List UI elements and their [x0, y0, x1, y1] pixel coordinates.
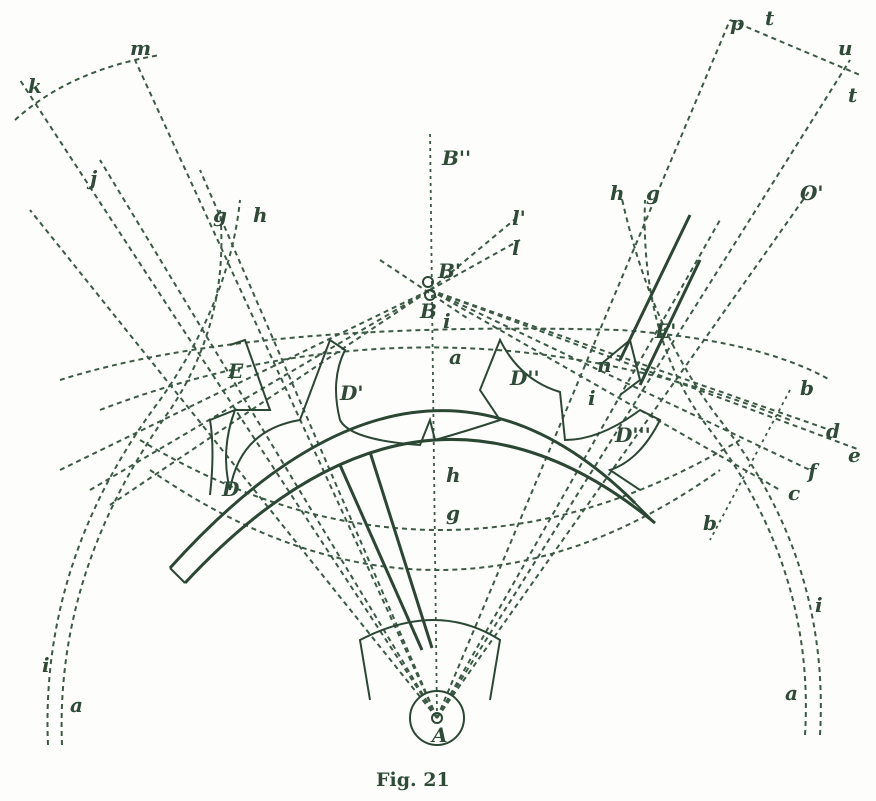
label-n: n — [597, 353, 612, 377]
label-u: u — [838, 36, 853, 60]
label-a-arbor: A — [430, 723, 448, 747]
label-d: D — [221, 477, 240, 501]
label-b: B — [419, 299, 437, 323]
label-t-right: t — [848, 83, 858, 107]
label-d-double-prime: D'' — [509, 366, 540, 390]
label-a-left: a — [70, 693, 83, 717]
label-b-top: b — [800, 376, 814, 400]
label-a-center: a — [449, 345, 462, 369]
label-i-right: i — [588, 386, 596, 410]
escape-wheel — [168, 214, 702, 651]
label-i-far-right: i — [815, 593, 823, 617]
figure-caption: Fig. 21 — [376, 769, 450, 791]
label-h-right: h — [610, 181, 625, 205]
label-a-right: a — [785, 681, 798, 705]
label-m: m — [130, 36, 151, 60]
label-k: k — [28, 74, 42, 98]
label-e-line: e — [848, 443, 861, 467]
label-b-bottom: b — [703, 511, 717, 535]
label-l-prime: l' — [512, 206, 526, 230]
label-d-triple-prime: D''' — [614, 423, 651, 447]
label-b-double-prime: B'' — [441, 146, 471, 170]
label-d-prime: D' — [339, 381, 363, 405]
pallet-arbor — [358, 276, 502, 746]
label-h-center: h — [446, 463, 461, 487]
label-e-prime: E' — [654, 319, 676, 343]
label-t-top: t — [765, 6, 775, 30]
label-i-center: i — [443, 309, 451, 333]
label-l: l — [512, 236, 520, 260]
label-f-line: f — [806, 459, 820, 483]
label-d-line: d — [826, 419, 840, 443]
label-g-left: g — [213, 203, 227, 227]
label-j: j — [86, 166, 98, 190]
label-c-line: c — [788, 481, 800, 505]
label-g-right: g — [646, 181, 660, 205]
label-i-left: i — [42, 653, 50, 677]
label-h-left: h — [253, 203, 268, 227]
diagram-labels: m k j g h B'' l' l B' B i a h g E D D' D… — [28, 6, 861, 747]
construction-lines — [14, 19, 861, 746]
label-g-center: g — [446, 501, 460, 525]
label-o-prime: O' — [800, 181, 824, 205]
label-e: E — [227, 359, 244, 383]
label-b-prime: B' — [437, 259, 461, 283]
label-p: p — [730, 11, 744, 35]
